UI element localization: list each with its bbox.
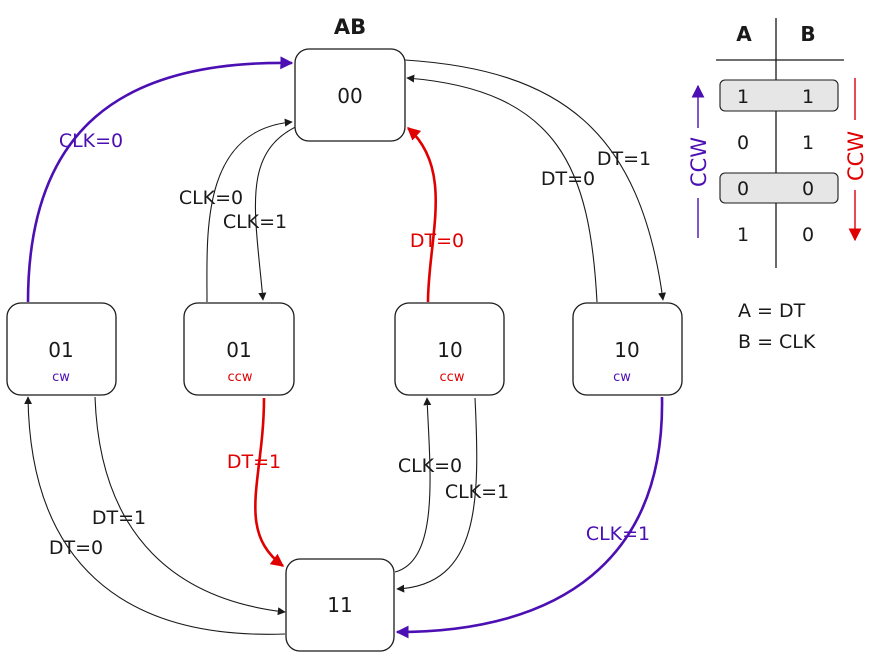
state-01-ccw-value: 01 (226, 338, 251, 362)
ccw-right-label: CCW (844, 131, 868, 181)
table-header-a: A (736, 22, 752, 46)
edge-10cw-to-11 (395, 396, 664, 639)
edge-01ccw-to-11 (254, 397, 285, 568)
table-cell: 0 (737, 132, 749, 154)
edge-label-dt1-red: DT=1 (227, 451, 281, 473)
state-10-cw-value: 10 (614, 338, 639, 362)
state-11-value: 11 (327, 593, 352, 617)
edge-00-to-10cw (404, 59, 666, 301)
edge-label-clk0-lower: CLK=0 (398, 455, 462, 477)
table-cell: 0 (802, 224, 814, 246)
edge-10ccw-to-11 (396, 397, 478, 593)
table-row-highlight-3 (719, 172, 839, 204)
table-cell: 0 (802, 178, 814, 200)
sequence-table: A B 1 1 0 1 0 0 1 0 CCW CCW (687, 18, 868, 268)
edge-00-to-01ccw (254, 123, 303, 301)
edge-01ccw-to-00 (206, 118, 293, 303)
states-header: AB (334, 15, 366, 39)
state-10-cw: 10 cw (572, 302, 683, 396)
state-01-cw-dir: cw (52, 370, 70, 385)
table-header-b: B (800, 22, 815, 46)
table-cell: 1 (737, 86, 749, 108)
edge-label-dt0-right: DT=0 (541, 168, 595, 190)
ccw-left-label: CCW (687, 137, 711, 187)
table-cell: 1 (802, 86, 814, 108)
state-10-ccw-dir: ccw (440, 370, 465, 385)
legend-a-dt: A = DT (738, 300, 806, 322)
edge-01cw-to-00 (26, 56, 294, 303)
table-cell: 0 (737, 178, 749, 200)
edge-label-clk0-left: CLK=0 (59, 130, 123, 152)
edge-01cw-to-11 (94, 396, 286, 616)
table-cell: 1 (737, 224, 749, 246)
edge-label-dt0-left: DT=0 (49, 537, 103, 559)
table-row-highlight-1 (719, 79, 839, 112)
legend-b-clk: B = CLK (738, 331, 816, 353)
state-01-cw: 01 cw (6, 302, 117, 396)
state-10-cw-dir: cw (613, 370, 631, 385)
table-cell: 1 (802, 132, 814, 154)
state-10-ccw-value: 10 (437, 338, 462, 362)
state-00-value: 00 (337, 84, 362, 108)
state-01-ccw-dir: ccw (228, 370, 253, 385)
edge-label-clk1-lower: CLK=1 (445, 481, 509, 503)
edge-11-to-01cw (24, 396, 286, 635)
edge-label-clk0-inner: CLK=0 (179, 187, 243, 209)
edge-label-clk1-purple: CLK=1 (586, 523, 650, 545)
edge-10cw-to-00 (406, 74, 598, 303)
edge-label-dt1-left: DT=1 (92, 507, 146, 529)
state-11: 11 (285, 558, 395, 652)
state-10-ccw: 10 ccw (394, 302, 505, 396)
state-01-ccw: 01 ccw (183, 302, 295, 396)
edge-label-clk1-inner: CLK=1 (223, 211, 287, 233)
edge-11-to-10ccw (394, 397, 432, 573)
edge-label-dt1-right: DT=1 (597, 148, 651, 170)
edge-label-dt0-red: DT=0 (410, 230, 464, 252)
state-00: 00 (294, 48, 406, 142)
state-01-cw-value: 01 (48, 338, 73, 362)
edge-10ccw-to-00 (407, 127, 438, 303)
